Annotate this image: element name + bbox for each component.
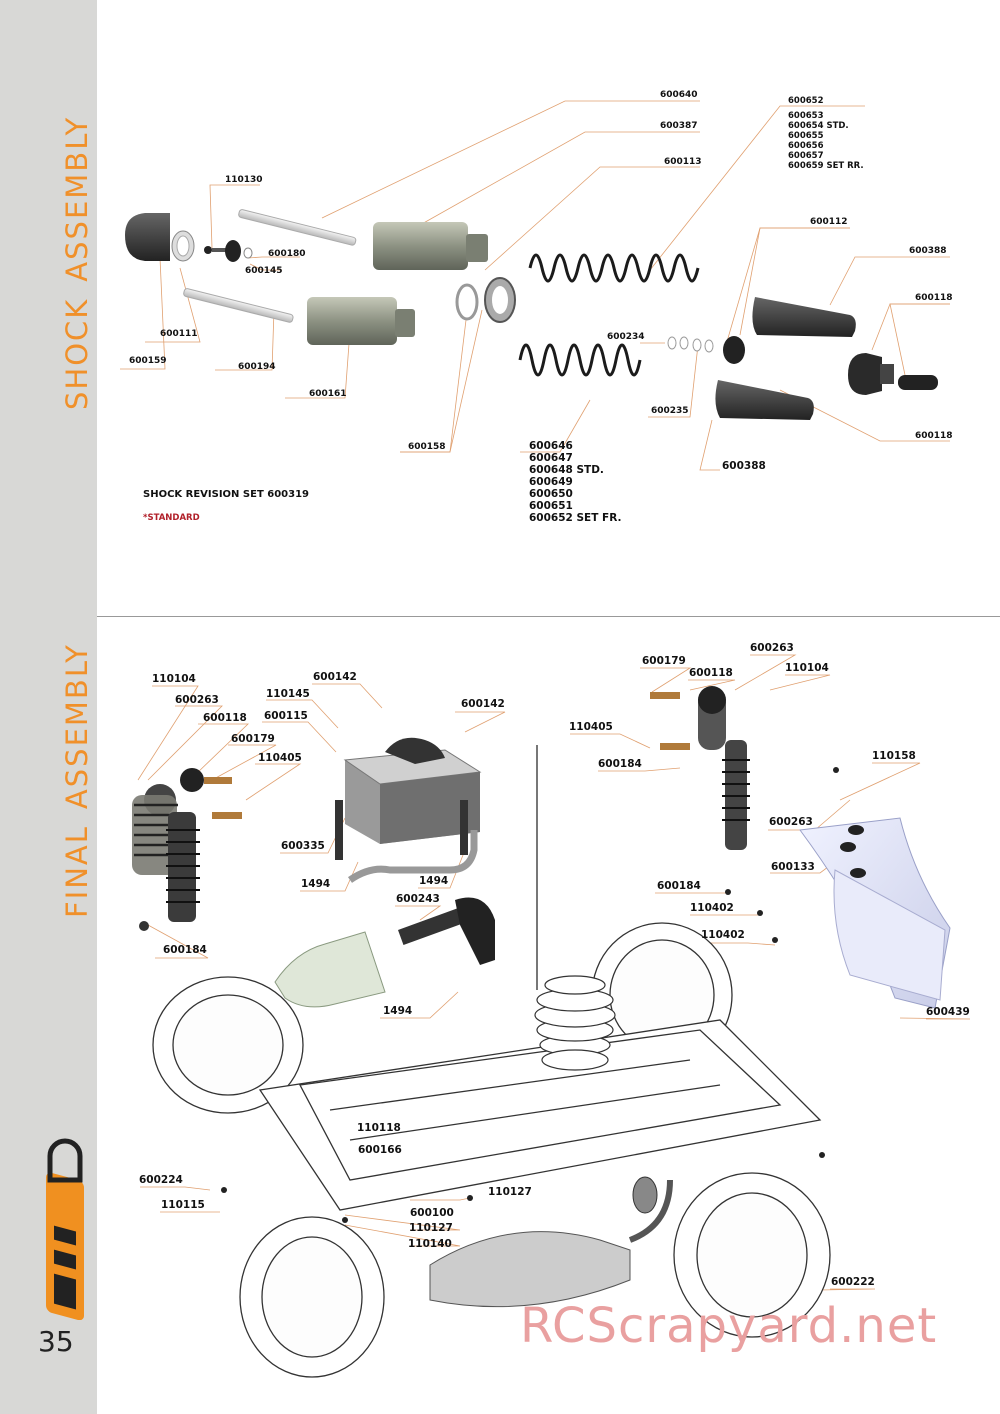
part-label-600179-left: 600179 [231, 733, 275, 745]
part-label-110405-right: 110405 [569, 721, 613, 733]
front-spring-item: 600647 [529, 452, 573, 464]
rear-spring-item: 600654 STD. [788, 121, 849, 131]
part-label-600118-right: 600118 [689, 667, 733, 679]
part-label-600158: 600158 [408, 442, 446, 452]
part-label-600118-top: 600118 [915, 293, 953, 303]
part-label-600439: 600439 [926, 1006, 970, 1018]
standard-note: *STANDARD [143, 513, 200, 523]
part-label-600263-left: 600263 [175, 694, 219, 706]
front-spring-item: 600646 [529, 440, 573, 452]
part-label-600184-left: 600184 [163, 944, 207, 956]
rear-spring-item: 600659 SET RR. [788, 161, 864, 171]
part-label-600133: 600133 [771, 861, 815, 873]
part-label-1494-bottom: 1494 [383, 1005, 413, 1017]
rear-spring-item: 600652 [788, 96, 824, 106]
part-label-110158: 110158 [872, 750, 916, 762]
part-label-600388-top: 600388 [909, 246, 947, 256]
page-number: 35 [38, 1325, 74, 1358]
rear-spring-item: 600657 [788, 151, 824, 161]
part-label-110405-left: 110405 [258, 752, 302, 764]
part-label-600159: 600159 [129, 356, 167, 366]
front-spring-item: 600650 [529, 488, 573, 500]
section-divider [97, 616, 1000, 617]
front-spring-item: 600651 [529, 500, 573, 512]
part-label-600235: 600235 [651, 406, 689, 416]
part-label-110127-left: 110127 [409, 1222, 453, 1234]
part-label-600335: 600335 [281, 840, 325, 852]
part-label-600161: 600161 [309, 389, 347, 399]
front-spring-item: 600648 STD. [529, 464, 604, 476]
part-label-110118: 110118 [357, 1122, 401, 1134]
part-label-1494-left: 1494 [301, 878, 331, 890]
part-label-600166: 600166 [358, 1144, 402, 1156]
part-label-110145: 110145 [266, 688, 310, 700]
rear-spring-list: 600652 600653 600654 STD. 600655 600656 … [788, 96, 864, 171]
part-label-600194: 600194 [238, 362, 276, 372]
part-label-600118-left: 600118 [203, 712, 247, 724]
part-label-600179-right: 600179 [642, 655, 686, 667]
brand-logo-icon [46, 1138, 84, 1320]
part-label-600222: 600222 [831, 1276, 875, 1288]
part-label-110127-right: 110127 [488, 1186, 532, 1198]
part-label-600142-right: 600142 [461, 698, 505, 710]
part-label-600118-bottom: 600118 [915, 431, 953, 441]
part-label-600184-center: 600184 [657, 880, 701, 892]
part-label-600640: 600640 [660, 90, 698, 100]
part-label-600100: 600100 [410, 1207, 454, 1219]
part-label-600145: 600145 [245, 266, 283, 276]
part-label-110130: 110130 [225, 175, 263, 185]
part-label-600243: 600243 [396, 893, 440, 905]
front-spring-item: 600652 SET FR. [529, 512, 622, 524]
front-spring-item: 600649 [529, 476, 573, 488]
shock-revision-note: SHOCK REVISION SET 600319 [143, 489, 309, 500]
part-label-600184-right: 600184 [598, 758, 642, 770]
part-label-600387: 600387 [660, 121, 698, 131]
part-label-110402-upper: 110402 [690, 902, 734, 914]
part-label-600224: 600224 [139, 1174, 183, 1186]
part-label-600388-bottom: 600388 [722, 460, 766, 472]
front-spring-list: 600646 600647 600648 STD. 600649 600650 … [529, 440, 622, 524]
rear-spring-item: 600655 [788, 131, 824, 141]
part-label-110402-lower: 110402 [701, 929, 745, 941]
part-label-600113: 600113 [664, 157, 702, 167]
part-label-600112: 600112 [810, 217, 848, 227]
part-label-600234: 600234 [607, 332, 645, 342]
part-label-110140: 110140 [408, 1238, 452, 1250]
part-label-110115: 110115 [161, 1199, 205, 1211]
part-label-600142-left: 600142 [313, 671, 357, 683]
part-label-600111: 600111 [160, 329, 198, 339]
part-label-600263-right: 600263 [750, 642, 794, 654]
part-label-600115: 600115 [264, 710, 308, 722]
watermark: RCScrapyard.net [520, 1298, 938, 1354]
part-label-600180: 600180 [268, 249, 306, 259]
part-label-1494-mid: 1494 [419, 875, 449, 887]
part-label-600263-wing: 600263 [769, 816, 813, 828]
part-label-110104-left: 110104 [152, 673, 196, 685]
rear-spring-item: 600656 [788, 141, 824, 151]
part-label-110104-right: 110104 [785, 662, 829, 674]
rear-spring-item: 600653 [788, 111, 824, 121]
